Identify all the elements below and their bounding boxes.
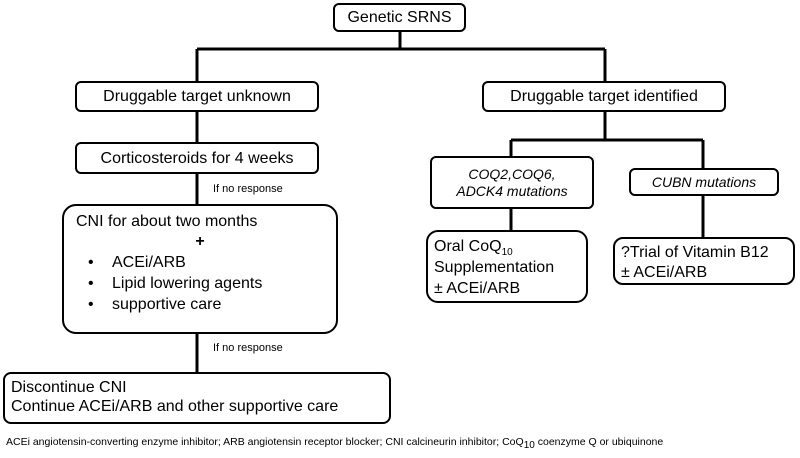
coq10-subscript: 10: [501, 247, 513, 259]
cni-node: CNI for about two months + ACEi/ARB Lipi…: [62, 204, 338, 334]
vitamin-b12-node: ?Trial of Vitamin B12 ± ACEi/ARB: [613, 237, 795, 285]
root-label: Genetic SRNS: [347, 9, 452, 26]
no-response-note-2: If no response: [213, 342, 283, 354]
vitamin-b12-line-1: ?Trial of Vitamin B12: [621, 244, 769, 261]
coq-mutations-node: COQ2,COQ6, ADCK4 mutations: [430, 156, 594, 209]
discontinue-node: Discontinue CNI Continue ACEi/ARB and ot…: [3, 372, 391, 424]
coq10-treatment-line-3: ± ACEi/ARB: [434, 280, 521, 297]
cubn-mutations-label: CUBN mutations: [651, 173, 757, 190]
coq-mutations-line-2: ADCK4 mutations: [456, 182, 568, 199]
discontinue-line-1: Discontinue CNI: [11, 379, 127, 396]
cni-bullet-item: supportive care: [72, 294, 328, 315]
coq10-treatment-node: Oral CoQ10 Supplementation ± ACEi/ARB: [426, 230, 588, 303]
right-heading-label: Druggable target identified: [510, 88, 698, 105]
cubn-mutations-node: CUBN mutations: [629, 168, 779, 196]
coq10-treatment-line-2: Supplementation: [434, 259, 555, 276]
root-node: Genetic SRNS: [333, 3, 466, 32]
cni-bullet-item: Lipid lowering agents: [72, 273, 328, 294]
cni-plus: +: [195, 233, 205, 250]
left-heading-node: Druggable target unknown: [75, 81, 319, 112]
vitamin-b12-line-2: ± ACEi/ARB: [621, 264, 708, 281]
left-heading-label: Druggable target unknown: [103, 88, 291, 105]
corticosteroids-node: Corticosteroids for 4 weeks: [75, 142, 319, 174]
cni-title: CNI for about two months: [76, 213, 258, 230]
coq10-treatment-line-1: Oral CoQ10: [434, 238, 513, 259]
corticosteroids-label: Corticosteroids for 4 weeks: [100, 149, 294, 167]
footnote-subscript: 10: [523, 440, 535, 452]
cni-bullet-item: ACEi/ARB: [72, 252, 328, 273]
cni-bullet-list: ACEi/ARB Lipid lowering agents supportiv…: [72, 252, 328, 315]
abbreviations-footnote: ACEi angiotensin-converting enzyme inhib…: [6, 436, 664, 452]
coq-mutations-line-1: COQ2,COQ6,: [468, 165, 556, 182]
no-response-note-1: If no response: [213, 183, 283, 195]
right-heading-node: Druggable target identified: [482, 81, 726, 112]
discontinue-line-2: Continue ACEi/ARB and other supportive c…: [11, 398, 339, 415]
